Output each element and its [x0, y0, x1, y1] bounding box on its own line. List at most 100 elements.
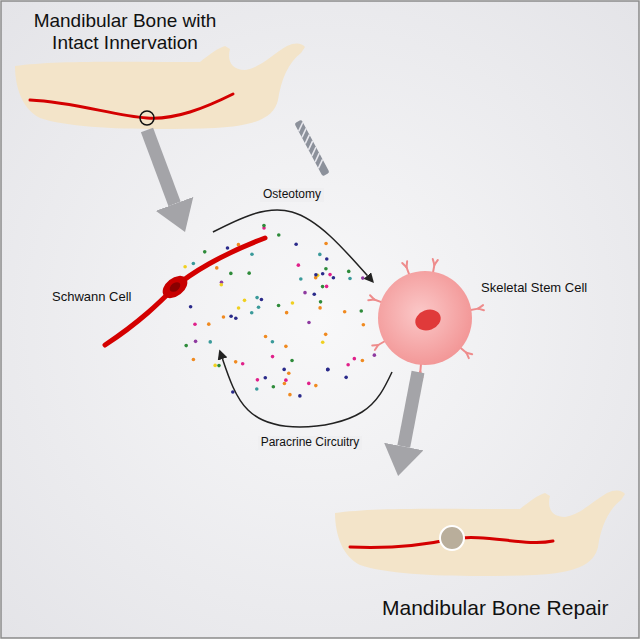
mandible-bone [335, 490, 625, 576]
factor-dot [332, 276, 336, 280]
drawing-part [296, 122, 326, 168]
factor-dot [183, 265, 187, 269]
factor-dot [277, 304, 281, 308]
factor-dot [207, 322, 211, 326]
factor-dot [189, 305, 193, 309]
factor-dot [247, 271, 251, 275]
factor-dot [272, 385, 276, 389]
block-arrow [404, 372, 418, 447]
factor-dot [328, 273, 332, 277]
factor-dot [321, 272, 325, 276]
curved-arrow [213, 210, 367, 276]
nerve [30, 94, 233, 118]
factor-dot [373, 353, 377, 357]
drill-bit [294, 120, 329, 177]
factor-dot [284, 378, 288, 382]
factor-dot [321, 340, 325, 344]
drill-flute [306, 141, 316, 150]
factor-dot [361, 359, 365, 363]
factor-dot [217, 364, 221, 368]
factor-dot [222, 315, 226, 319]
factor-dot [303, 291, 307, 295]
factor-dot [325, 285, 329, 289]
factor-dot [184, 344, 188, 348]
factor-dot [319, 300, 323, 304]
factor-dot [192, 358, 196, 362]
factor-dot [314, 384, 318, 388]
receptor [478, 309, 484, 311]
factor-dot [241, 362, 245, 366]
factor-dot [324, 267, 328, 271]
factor-dot [318, 306, 322, 310]
factor-dot [193, 322, 197, 326]
factor-dot [282, 368, 286, 372]
factor-dot [208, 340, 212, 344]
factor-dot [257, 305, 261, 309]
factor-dot [262, 224, 266, 228]
factor-dot [260, 298, 264, 302]
mandible-intact [15, 43, 305, 129]
focus-circle [140, 111, 154, 125]
factor-dot [277, 233, 281, 237]
bone-defect [440, 526, 464, 550]
receptor [434, 260, 438, 265]
factor-dot [307, 382, 311, 386]
factor-dot [347, 270, 351, 274]
factor-dot [219, 283, 223, 287]
node-label: Mandibular Bone with Intact Innervation [25, 10, 225, 54]
factor-dot [226, 246, 230, 250]
stem-cell-body [378, 271, 472, 365]
factor-dot [284, 345, 288, 349]
factor-dot [297, 263, 301, 267]
drill-flute [316, 159, 326, 168]
factor-dot [343, 310, 347, 314]
stem-cell [368, 259, 484, 377]
factor-dot [312, 292, 316, 296]
factor-dot [326, 368, 330, 372]
bone-panel: Mandibular Bone Repair [330, 476, 630, 626]
bone-panel: Mandibular Bone with Intact Innervation [15, 8, 307, 130]
node-label: Skeletal Stem Cell [481, 281, 587, 296]
factor-dot [344, 376, 348, 380]
drill-flute [312, 153, 322, 162]
receptor [466, 353, 468, 358]
edge-label: Paracrine Circuitry [258, 436, 363, 450]
factor-dot [324, 333, 328, 337]
factor-dot [326, 368, 330, 372]
node-label: Schwann Cell [52, 290, 132, 305]
factor-dot [264, 335, 268, 339]
factor-dot [213, 364, 217, 368]
edge-label: Osteotomy [260, 188, 324, 202]
paracrine-factors [183, 224, 376, 398]
drill-flute [299, 128, 309, 137]
curved-arrow [223, 359, 393, 427]
factor-dot [243, 299, 247, 303]
drill-icon [294, 120, 329, 177]
factor-dot [250, 252, 254, 256]
factor-dot [234, 317, 238, 321]
factor-dot [271, 355, 275, 359]
factor-dot [203, 250, 207, 254]
factor-dot [215, 266, 219, 270]
factor-dot [362, 323, 366, 327]
node-label: Mandibular Bone Repair [382, 596, 608, 620]
factor-dot [325, 257, 329, 261]
factor-dot [294, 242, 298, 246]
factor-dot [318, 253, 322, 257]
schwann-body [158, 271, 191, 302]
factor-dot [255, 387, 259, 391]
factor-dot [291, 301, 295, 305]
factor-dot [192, 262, 196, 266]
factor-dot [288, 393, 292, 397]
factor-dot [299, 277, 303, 281]
factor-dot [307, 321, 311, 325]
drill-flute [302, 135, 312, 144]
cell-panel: Skeletal Stem Cell [375, 265, 605, 372]
factor-dot [256, 378, 260, 382]
receptor [370, 295, 374, 299]
factor-dot [229, 272, 233, 276]
factor-dot [361, 276, 365, 280]
